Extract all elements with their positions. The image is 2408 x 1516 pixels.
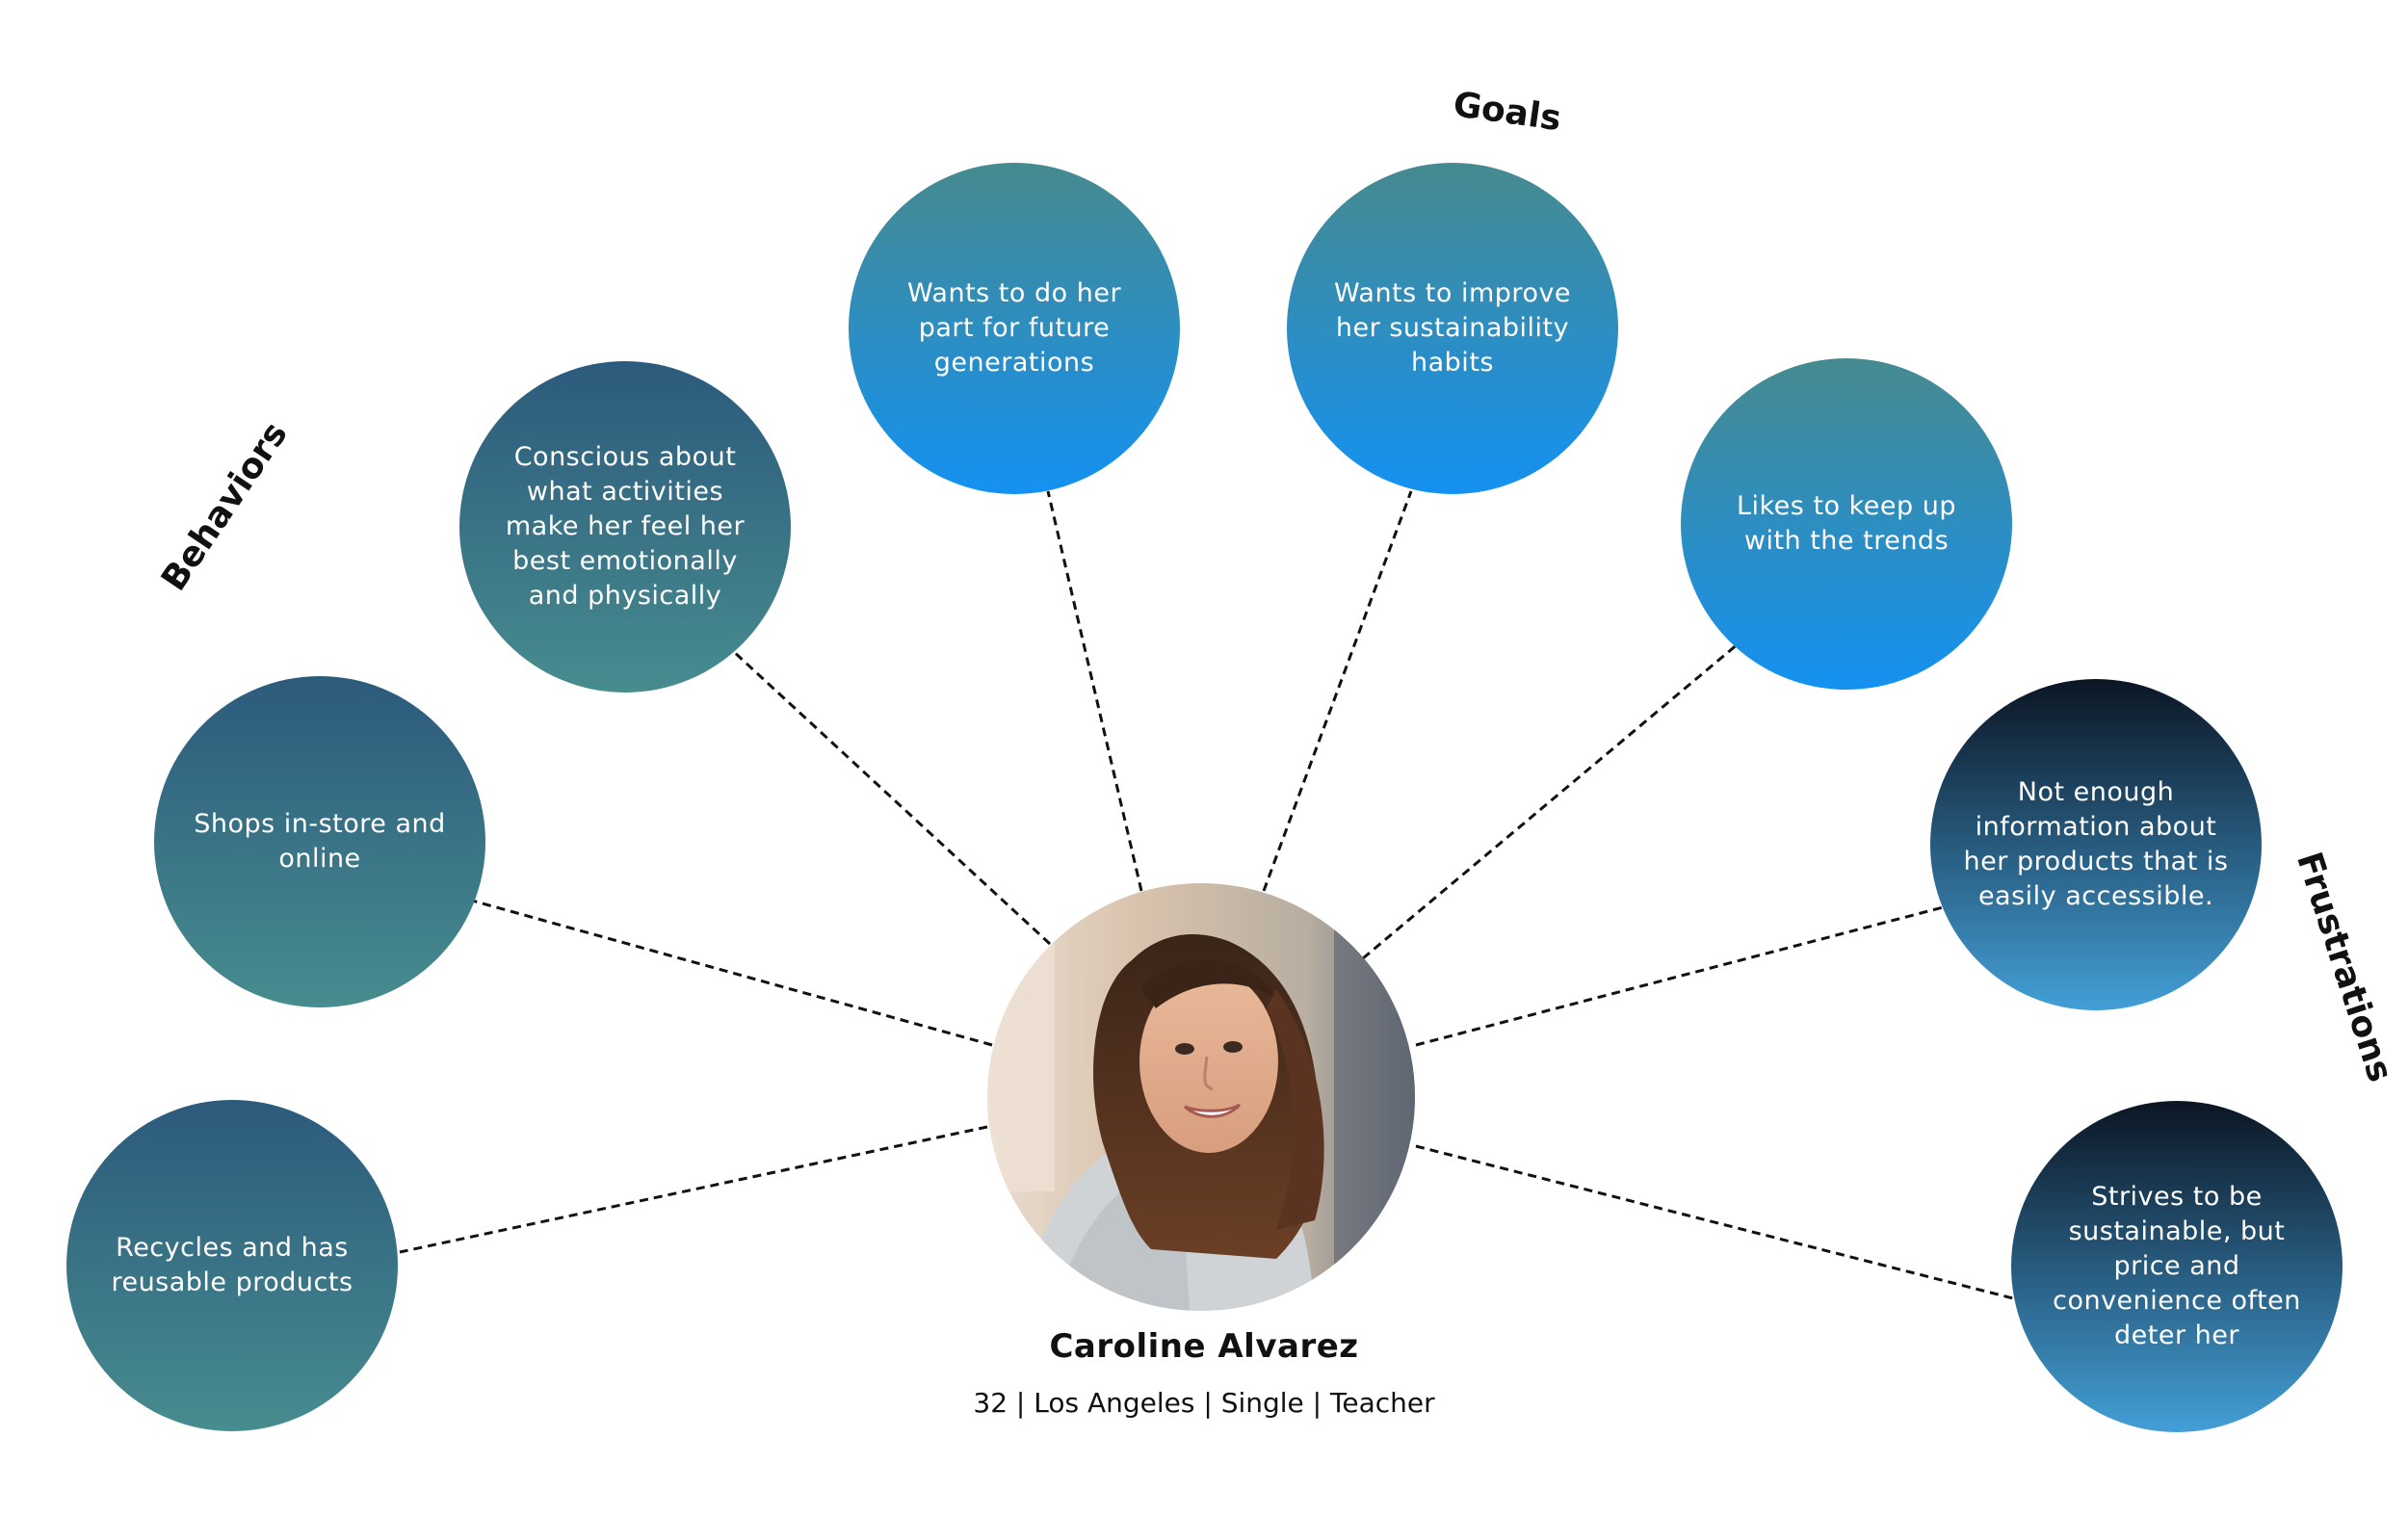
persona-avatar [987, 883, 1415, 1311]
connector-line [1415, 1144, 2014, 1300]
frustration-bubble: Not enough information about her product… [1930, 679, 2262, 1010]
connector-line [1362, 641, 1740, 960]
goal-text: Wants to do her part for future generati… [906, 278, 1122, 378]
goal-bubble: Wants to do her part for future generati… [849, 163, 1180, 494]
frustration-text: Not enough information about her product… [1963, 777, 2229, 911]
behavior-bubble: Shops in-store and online [154, 676, 485, 1007]
goal-text: Wants to improve her sustainability habi… [1333, 278, 1572, 378]
frustration-bubble: Strives to be sustainable, but price and… [2011, 1101, 2343, 1432]
persona-photo-illustration [987, 883, 1415, 1311]
connector-line [471, 899, 993, 1047]
connector-line [1262, 490, 1413, 892]
goal-bubble: Likes to keep up with the trends [1681, 358, 2012, 690]
goal-text: Likes to keep up with the trends [1736, 491, 1957, 556]
behavior-bubble: Conscious about what activities make her… [459, 361, 791, 693]
behavior-text: Recycles and has reusable products [111, 1233, 353, 1297]
frustration-text: Strives to be sustainable, but price and… [2053, 1182, 2301, 1350]
behavior-text: Shops in-store and online [194, 809, 446, 874]
connector-line [730, 648, 1052, 946]
connector-line [1046, 490, 1143, 892]
persona-name: Caroline Alvarez [1049, 1327, 1359, 1366]
persona-details: 32 | Los Angeles | Single | Teacher [973, 1387, 1435, 1419]
behavior-bubble: Recycles and has reusable products [66, 1100, 398, 1431]
connector-line [399, 1125, 988, 1254]
behavior-text: Conscious about what activities make her… [505, 442, 746, 611]
goal-bubble: Wants to improve her sustainability habi… [1287, 163, 1618, 494]
connector-line [1415, 903, 1951, 1047]
